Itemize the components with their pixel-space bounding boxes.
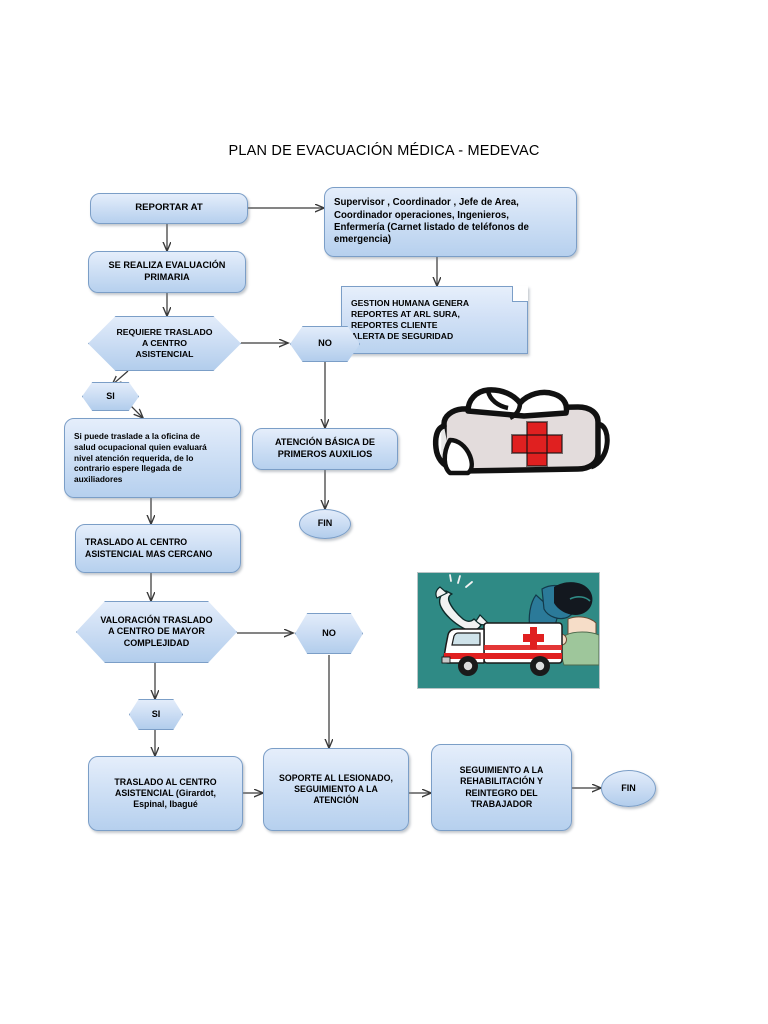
node-oficina-salud-ocupacional-label: Si puede traslade a la oficina de salud … — [74, 431, 207, 484]
node-decision-no-1-label: NO — [318, 338, 332, 349]
hexagon-shape — [76, 601, 237, 663]
node-atencion-basica-label: ATENCIÓN BÁSICA DE PRIMEROS AUXILIOS — [274, 437, 376, 459]
node-reportar-at[interactable]: REPORTAR AT — [90, 193, 248, 224]
node-responsables[interactable]: Supervisor , Coordinador , Jefe de Area,… — [324, 187, 577, 257]
red-cross-icon — [523, 627, 544, 649]
node-soporte-lesionado[interactable]: SOPORTE AL LESIONADO, SEGUIMIENTO A LA A… — [263, 748, 409, 831]
hexagon-shape — [295, 613, 363, 654]
node-atencion-basica[interactable]: ATENCIÓN BÁSICA DE PRIMEROS AUXILIOS — [252, 428, 398, 470]
folded-corner-icon — [512, 286, 528, 302]
node-evaluacion-primaria-label: SE REALIZA EVALUACIÓN PRIMARIA — [108, 260, 226, 282]
node-fin-2[interactable]: FIN — [601, 770, 656, 807]
red-cross-icon — [512, 422, 562, 466]
node-decision-si-1[interactable]: SI — [82, 382, 139, 411]
node-decision-no-2[interactable]: NO — [295, 613, 363, 654]
node-gestion-humana-label: GESTION HUMANA GENERA REPORTES AT ARL SU… — [351, 298, 470, 341]
ambulance-vehicle — [441, 622, 563, 676]
node-requiere-traslado-label: REQUIERE TRASLADO A CENTRO ASISTENCIAL — [116, 326, 213, 360]
page-title: PLAN DE EVACUACIÓN MÉDICA - MEDEVAC — [228, 143, 540, 159]
ambulance-emergency-illustration — [417, 572, 600, 689]
node-valoracion-traslado-decision[interactable]: VALORACIÓN TRASLADO A CENTRO DE MAYOR CO… — [76, 601, 237, 663]
node-valoracion-traslado-label: VALORACIÓN TRASLADO A CENTRO DE MAYOR CO… — [100, 614, 213, 648]
node-gestion-humana[interactable]: GESTION HUMANA GENERA REPORTES AT ARL SU… — [341, 286, 528, 354]
node-soporte-lesionado-label: SOPORTE AL LESIONADO, SEGUIMIENTO A LA A… — [279, 772, 393, 806]
node-fin-1[interactable]: FIN — [299, 509, 351, 539]
node-responsables-label: Supervisor , Coordinador , Jefe de Area,… — [334, 197, 529, 246]
hexagon-shape — [290, 326, 360, 362]
hexagon-shape — [82, 382, 139, 411]
node-decision-no-1[interactable]: NO — [290, 326, 360, 362]
node-seguimiento-rehabilitacion[interactable]: SEGUIMIENTO A LA REHABILITACIÓN Y REINTE… — [431, 744, 572, 831]
node-traslado-cercano[interactable]: TRASLADO AL CENTRO ASISTENCIAL MAS CERCA… — [75, 524, 241, 573]
node-seguimiento-rehabilitacion-label: SEGUIMIENTO A LA REHABILITACIÓN Y REINTE… — [459, 765, 544, 809]
node-traslado-cercano-label: TRASLADO AL CENTRO ASISTENCIAL MAS CERCA… — [85, 537, 213, 559]
node-reportar-at-label: REPORTAR AT — [135, 202, 203, 214]
node-decision-si-1-label: SI — [106, 390, 115, 401]
node-traslado-centro-ciudades-label: TRASLADO AL CENTRO ASISTENCIAL (Girardot… — [114, 776, 217, 810]
telephone-handset-icon — [435, 574, 489, 632]
node-fin-2-label: FIN — [621, 782, 636, 793]
node-oficina-salud-ocupacional[interactable]: Si puede traslade a la oficina de salud … — [64, 418, 241, 498]
node-decision-si-2[interactable]: SI — [129, 699, 183, 730]
first-aid-kit-illustration — [428, 378, 610, 480]
node-decision-si-2-label: SI — [151, 708, 161, 719]
node-decision-no-2-label: NO — [322, 627, 336, 638]
node-fin-1-label: FIN — [317, 518, 333, 529]
node-requiere-traslado-decision[interactable]: REQUIERE TRASLADO A CENTRO ASISTENCIAL — [88, 316, 241, 371]
node-traslado-centro-ciudades[interactable]: TRASLADO AL CENTRO ASISTENCIAL (Girardot… — [88, 756, 243, 831]
node-evaluacion-primaria[interactable]: SE REALIZA EVALUACIÓN PRIMARIA — [88, 251, 246, 293]
